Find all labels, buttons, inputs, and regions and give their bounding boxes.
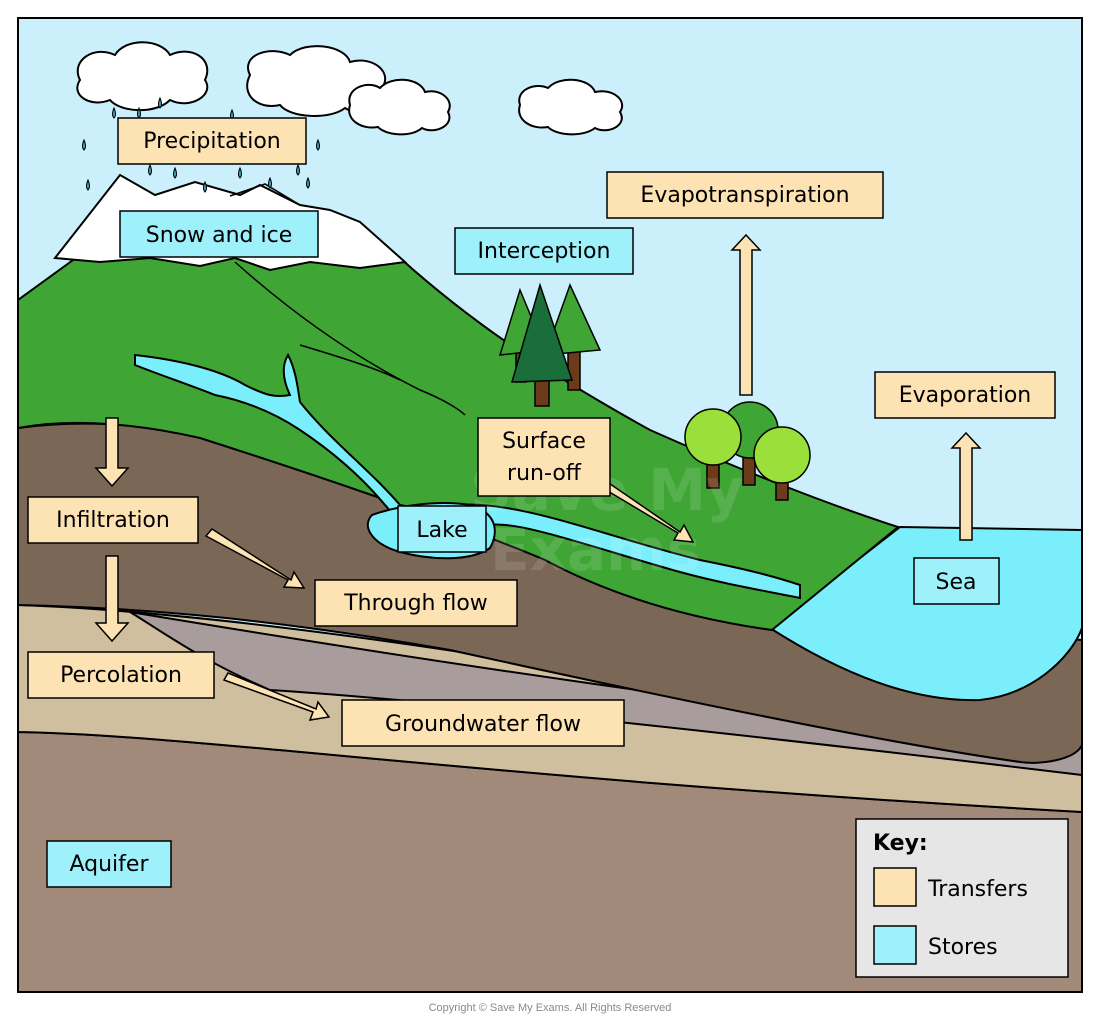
cloud-icon bbox=[348, 78, 451, 136]
evaporation-box bbox=[874, 371, 1056, 419]
infiltration-label: Infiltration bbox=[56, 508, 170, 533]
hill-contour bbox=[299, 344, 401, 381]
aquifer-label: Aquifer bbox=[69, 852, 149, 877]
surface-runoff-label-line2: run-off bbox=[507, 461, 582, 486]
conifer-trees bbox=[498, 282, 602, 407]
through-flow-label: Through flow bbox=[343, 591, 488, 616]
infiltration-down-arrow bbox=[94, 417, 130, 488]
cloud-icon bbox=[76, 41, 209, 112]
evapotranspiration-arrow bbox=[730, 233, 762, 396]
interception-label: Interception bbox=[478, 239, 611, 264]
sea-box bbox=[913, 557, 1000, 605]
precipitation-label: Precipitation bbox=[143, 129, 281, 154]
legend: Key: Transfers Stores bbox=[855, 818, 1069, 978]
arrows bbox=[94, 233, 982, 721]
percolation-down-arrow bbox=[94, 555, 130, 643]
interception-box bbox=[454, 227, 634, 275]
lake-label: Lake bbox=[416, 518, 467, 543]
percolation-box bbox=[27, 651, 215, 699]
cloud-icon bbox=[518, 78, 623, 136]
hill-contour bbox=[234, 261, 466, 416]
infiltration-box bbox=[27, 496, 199, 544]
water-cycle-diagram: Save My Exams Precipitation Evapotranspi… bbox=[17, 17, 1083, 993]
copyright-text: Copyright © Save My Exams. All Rights Re… bbox=[428, 1002, 672, 1014]
peak-outline bbox=[229, 183, 301, 206]
diagram-frame bbox=[17, 17, 1083, 993]
watermark-logo: Exams bbox=[490, 516, 701, 584]
snow-and-ice-label: Snow and ice bbox=[146, 223, 292, 248]
snow-and-ice-box bbox=[119, 210, 319, 258]
river bbox=[134, 352, 801, 600]
legend-transfers-label: Transfers bbox=[927, 877, 1028, 902]
lake-box bbox=[397, 505, 487, 553]
sea-water bbox=[768, 525, 1082, 702]
evaporation-arrow bbox=[950, 431, 982, 541]
surface-runoff-box bbox=[477, 417, 611, 497]
sea-label: Sea bbox=[936, 570, 977, 595]
surface-runoff-label-line1: Surface bbox=[502, 429, 586, 454]
surface-runoff-arrow bbox=[594, 475, 695, 543]
groundwater-flow-box bbox=[341, 699, 625, 747]
aquifer-box bbox=[46, 840, 172, 888]
groundwater-flow-arrow bbox=[222, 672, 331, 721]
deciduous-trees bbox=[684, 401, 811, 501]
precipitation-box bbox=[117, 117, 307, 165]
through-flow-arrow bbox=[204, 528, 306, 589]
through-flow-box bbox=[314, 579, 518, 627]
legend-stores-swatch bbox=[873, 925, 917, 965]
evapotranspiration-box bbox=[606, 171, 884, 219]
percolation-label: Percolation bbox=[60, 663, 182, 688]
legend-title: Key: bbox=[873, 831, 928, 856]
legend-stores-label: Stores bbox=[928, 935, 998, 960]
groundwater-flow-label: Groundwater flow bbox=[385, 712, 581, 737]
legend-transfers-swatch bbox=[873, 867, 917, 907]
evapotranspiration-label: Evapotranspiration bbox=[640, 183, 849, 208]
evaporation-label: Evaporation bbox=[899, 383, 1032, 408]
